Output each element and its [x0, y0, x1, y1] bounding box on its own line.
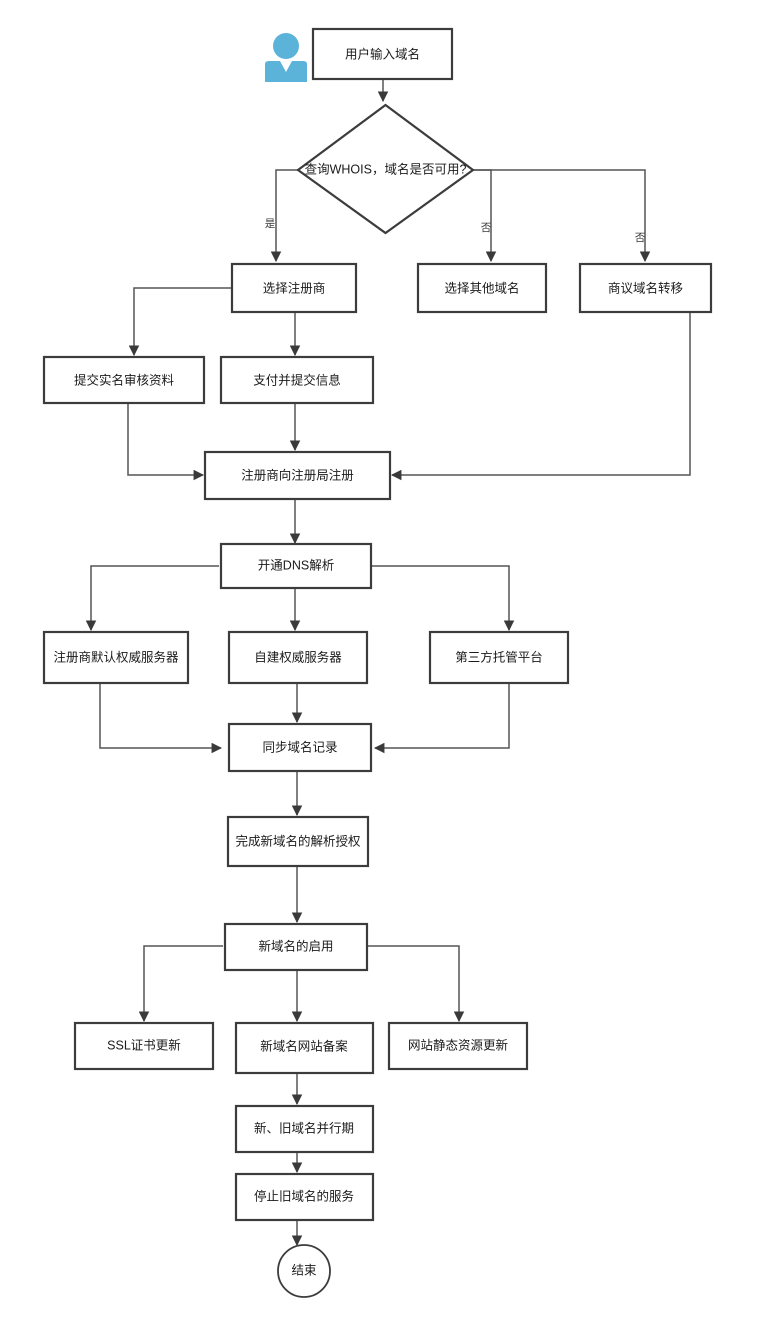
edge-whois-no-2	[473, 169, 651, 263]
node-label-choose-other-domain: 选择其他域名	[444, 280, 519, 295]
node-label-input-domain: 用户输入域名	[345, 46, 420, 61]
node-registrar-to-registry[interactable]: 注册商向注册局注册	[203, 450, 392, 501]
node-end[interactable]: 结束	[277, 1244, 331, 1298]
node-parallel-period[interactable]: 新、旧域名并行期	[234, 1104, 375, 1154]
edge-whois-yes	[270, 169, 298, 263]
node-input-domain[interactable]: 用户输入域名	[311, 27, 454, 81]
node-ssl-update[interactable]: SSL证书更新	[73, 1021, 215, 1071]
edge-registrar-to-realname	[128, 287, 232, 357]
node-label-enable-new-domain: 新域名的启用	[258, 938, 333, 953]
node-finish-delegation[interactable]: 完成新域名的解析授权	[226, 815, 370, 868]
edge-enable-to-ssl	[138, 945, 223, 1023]
node-label-parallel-period: 新、旧域名并行期	[254, 1120, 354, 1135]
node-label-pay-and-submit: 支付并提交信息	[253, 372, 341, 387]
node-label-finish-delegation: 完成新域名的解析授权	[235, 833, 361, 848]
edge-negotiate-to-registry	[390, 312, 691, 481]
node-label-enable-dns: 开通DNS解析	[258, 558, 334, 572]
node-third-party-platform[interactable]: 第三方托管平台	[428, 630, 570, 685]
node-enable-dns[interactable]: 开通DNS解析	[219, 542, 373, 590]
node-icp-filing[interactable]: 新域名网站备案	[234, 1021, 375, 1075]
node-self-built-ns[interactable]: 自建权威服务器	[227, 630, 369, 685]
node-label-static-assets-update: 网站静态资源更新	[408, 1037, 508, 1052]
edge-label-yes: 是	[265, 218, 276, 230]
edge-group	[85, 79, 691, 1247]
edge-dns-to-default-ns	[85, 565, 219, 632]
node-stop-old-domain[interactable]: 停止旧域名的服务	[234, 1172, 375, 1222]
node-label-ssl-update: SSL证书更新	[107, 1037, 181, 1052]
node-label-registrar-to-registry: 注册商向注册局注册	[241, 467, 354, 482]
node-label-stop-old-domain: 停止旧域名的服务	[254, 1188, 354, 1203]
node-sync-records[interactable]: 同步域名记录	[227, 722, 373, 773]
node-label-self-built-ns: 自建权威服务器	[254, 649, 342, 664]
edge-default-ns-to-sync	[99, 683, 223, 754]
node-static-assets-update[interactable]: 网站静态资源更新	[387, 1021, 529, 1071]
node-label-whois-check: 查询WHOIS，域名是否可用?	[305, 161, 467, 176]
node-negotiate-transfer[interactable]: 商议域名转移	[578, 262, 713, 314]
user-actor-icon	[265, 33, 307, 82]
node-pay-and-submit[interactable]: 支付并提交信息	[219, 355, 375, 405]
edge-realname-to-registry	[127, 403, 205, 481]
node-registrar-default-ns[interactable]: 注册商默认权威服务器	[42, 630, 190, 685]
node-whois-check[interactable]: 查询WHOIS，域名是否可用?	[296, 103, 475, 235]
node-label-registrar-default-ns: 注册商默认权威服务器	[53, 649, 179, 664]
edge-whois-no-1	[473, 169, 497, 263]
edge-label-no-2: 否	[635, 232, 646, 244]
node-submit-realname[interactable]: 提交实名审核资料	[42, 355, 206, 405]
node-label-third-party-platform: 第三方托管平台	[455, 649, 543, 664]
node-label-end: 结束	[291, 1263, 317, 1277]
edge-label-no-1: 否	[481, 222, 492, 234]
node-label-negotiate-transfer: 商议域名转移	[608, 280, 683, 295]
node-choose-registrar[interactable]: 选择注册商	[230, 262, 358, 314]
node-label-submit-realname: 提交实名审核资料	[74, 372, 175, 387]
edge-enable-to-assets	[367, 945, 465, 1023]
node-enable-new-domain[interactable]: 新域名的启用	[223, 922, 369, 972]
node-label-icp-filing: 新域名网站备案	[260, 1038, 348, 1053]
node-label-choose-registrar: 选择注册商	[263, 280, 326, 295]
edge-dns-to-third-party	[371, 565, 515, 632]
edge-third-party-to-sync	[373, 683, 510, 754]
node-label-sync-records: 同步域名记录	[262, 739, 337, 754]
node-choose-other-domain[interactable]: 选择其他域名	[416, 262, 548, 314]
